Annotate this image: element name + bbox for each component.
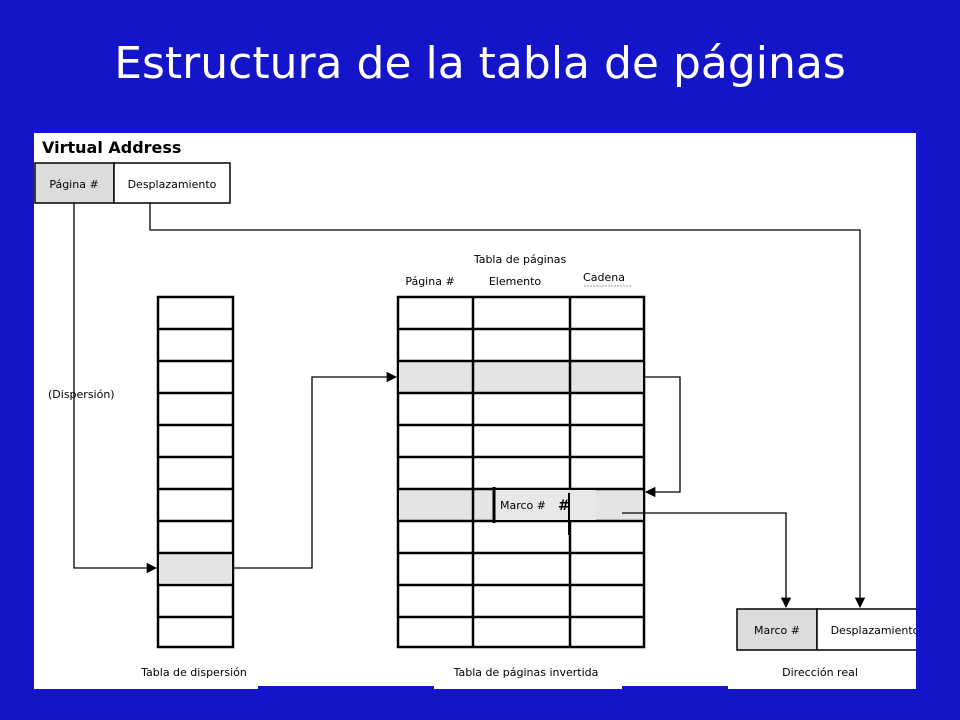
- diagram-panel: Virtual Address Página # Desplazamiento: [34, 133, 935, 689]
- caption-real-address: Dirección real: [782, 666, 858, 679]
- caption-inverted-table: Tabla de páginas invertida: [453, 666, 599, 679]
- virtual-address-heading: Virtual Address: [42, 138, 181, 157]
- caption-hash-table: Tabla de dispersión: [140, 666, 247, 679]
- panel-notch: [258, 686, 434, 689]
- inverted-page-table-diagram: Virtual Address Página # Desplazamiento: [34, 133, 935, 689]
- real-frame-field: Marco #: [754, 624, 800, 637]
- real-address-box: Marco # Desplazamiento: [736, 608, 935, 651]
- hash-arrow: [73, 203, 158, 574]
- slide-title: Estructura de la tabla de páginas: [114, 38, 846, 89]
- frame-number-mark: #: [558, 498, 570, 514]
- column-header-chain: Cadena: [583, 271, 625, 284]
- column-header-page: Página #: [405, 275, 454, 288]
- virtual-address-box: Página # Desplazamiento: [34, 162, 231, 204]
- page-table-group-label: Tabla de páginas: [473, 253, 567, 266]
- frame-number-cell: [492, 490, 596, 520]
- virtual-offset-field: Desplazamiento: [128, 178, 217, 191]
- hash-function-label: (Dispersión): [48, 388, 115, 401]
- inverted-page-table: Marco # #: [396, 295, 646, 649]
- frame-to-real-address-arrow: [622, 512, 792, 609]
- hash-table-highlight-row: [159, 553, 232, 583]
- offset-arrow: [149, 203, 866, 609]
- chain-arrow: [644, 376, 681, 498]
- panel-notch: [622, 686, 728, 689]
- hash-to-table-arrow: [233, 371, 398, 569]
- page-table-highlight-row: [399, 362, 643, 392]
- virtual-page-field: Página #: [49, 178, 98, 191]
- hash-table: [156, 295, 235, 649]
- frame-number-label: Marco #: [500, 499, 546, 512]
- real-offset-field: Desplazamiento: [831, 624, 916, 637]
- column-header-element: Elemento: [489, 275, 542, 288]
